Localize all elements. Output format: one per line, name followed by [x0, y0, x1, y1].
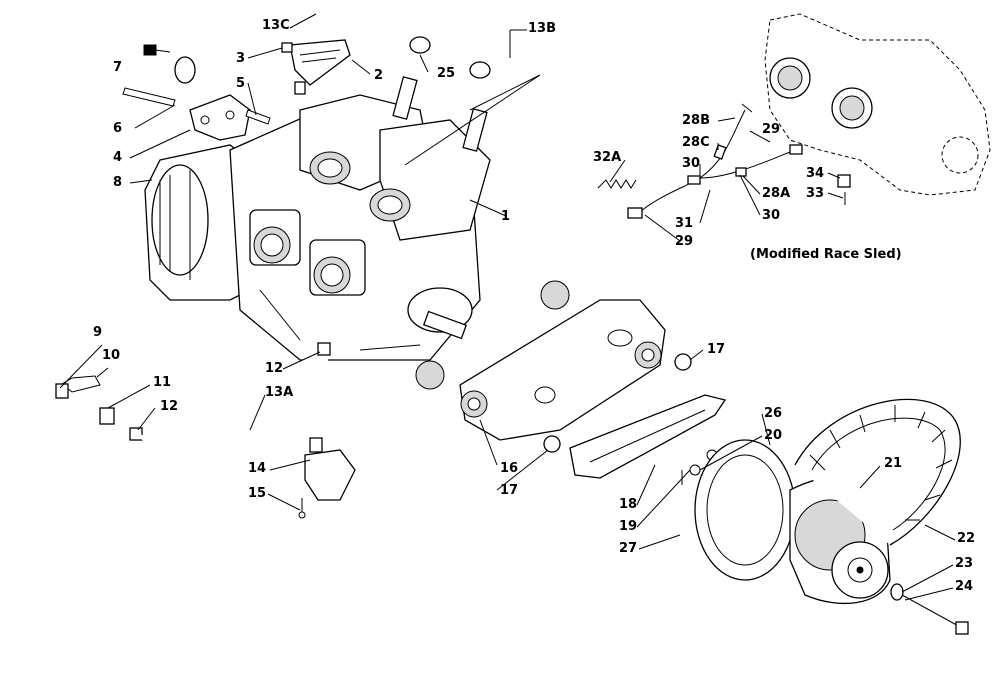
callout-13a: 13A — [265, 385, 294, 400]
callout-28b: 28B — [682, 113, 710, 128]
callout-23: 23 — [955, 556, 974, 571]
inset-engine-phantom — [764, 13, 991, 196]
callout-30-lower: 30 — [762, 208, 781, 223]
callout-21: 21 — [884, 456, 903, 471]
callout-30-upper: 30 — [682, 156, 701, 171]
hose-clamps-25 — [409, 36, 491, 79]
callout-22: 22 — [957, 531, 976, 546]
leader-lines — [59, 13, 956, 601]
callout-2: 2 — [374, 68, 384, 83]
callout-27: 27 — [619, 541, 638, 556]
callout-3: 3 — [236, 51, 246, 66]
callout-31: 31 — [675, 216, 694, 231]
hose-13b — [439, 39, 514, 64]
callout-6: 6 — [113, 121, 123, 136]
callout-19: 19 — [619, 519, 638, 534]
drive-belt — [794, 398, 961, 546]
bracket-14 — [298, 437, 356, 519]
callout-9: 9 — [93, 325, 103, 340]
callout-28a: 28A — [762, 186, 791, 201]
inset-caption: (Modified Race Sled) — [750, 247, 902, 262]
callout-13b: 13B — [528, 21, 556, 36]
callout-15: 15 — [248, 486, 267, 501]
callout-20: 20 — [764, 428, 783, 443]
callout-25: 25 — [437, 66, 456, 81]
callout-33: 33 — [806, 186, 825, 201]
callout-16: 16 — [500, 461, 519, 476]
callout-28c: 28C — [682, 135, 710, 150]
callout-12-lower: 12 — [160, 399, 179, 414]
callout-11: 11 — [153, 375, 172, 390]
engine-mount-gears — [415, 280, 570, 390]
callout-29-upper: 29 — [762, 122, 781, 137]
engine-plate — [459, 299, 692, 453]
engine-assembly — [144, 76, 491, 361]
hose-13c — [315, 10, 362, 49]
callout-29-lower: 29 — [675, 234, 694, 249]
fuel-spring-32a — [597, 179, 637, 189]
callout-18: 18 — [619, 497, 638, 512]
clutch-bolt — [890, 583, 969, 635]
drive-clutch — [694, 439, 891, 605]
hose-13a — [138, 342, 331, 465]
callout-17-right: 17 — [707, 342, 726, 357]
callout-26: 26 — [764, 406, 783, 421]
callout-5: 5 — [236, 76, 246, 91]
callout-4: 4 — [113, 150, 123, 165]
callout-12-upper: 12 — [265, 361, 284, 376]
coolant-fittings — [55, 375, 143, 441]
clip-34 — [837, 174, 851, 205]
thermostat-cover — [281, 39, 351, 95]
callout-1: 1 — [501, 209, 511, 224]
callout-34: 34 — [806, 166, 825, 181]
callout-10: 10 — [102, 348, 121, 363]
callout-13c: 13C — [262, 18, 290, 33]
callout-17-left: 17 — [500, 483, 519, 498]
callout-7: 7 — [113, 60, 123, 75]
callout-24: 24 — [955, 579, 974, 594]
fuel-line-assembly — [627, 103, 803, 219]
engine-mount-bracket — [122, 44, 271, 141]
callout-32a: 32A — [593, 150, 622, 165]
callout-8: 8 — [113, 175, 123, 190]
callout-14: 14 — [248, 461, 267, 476]
